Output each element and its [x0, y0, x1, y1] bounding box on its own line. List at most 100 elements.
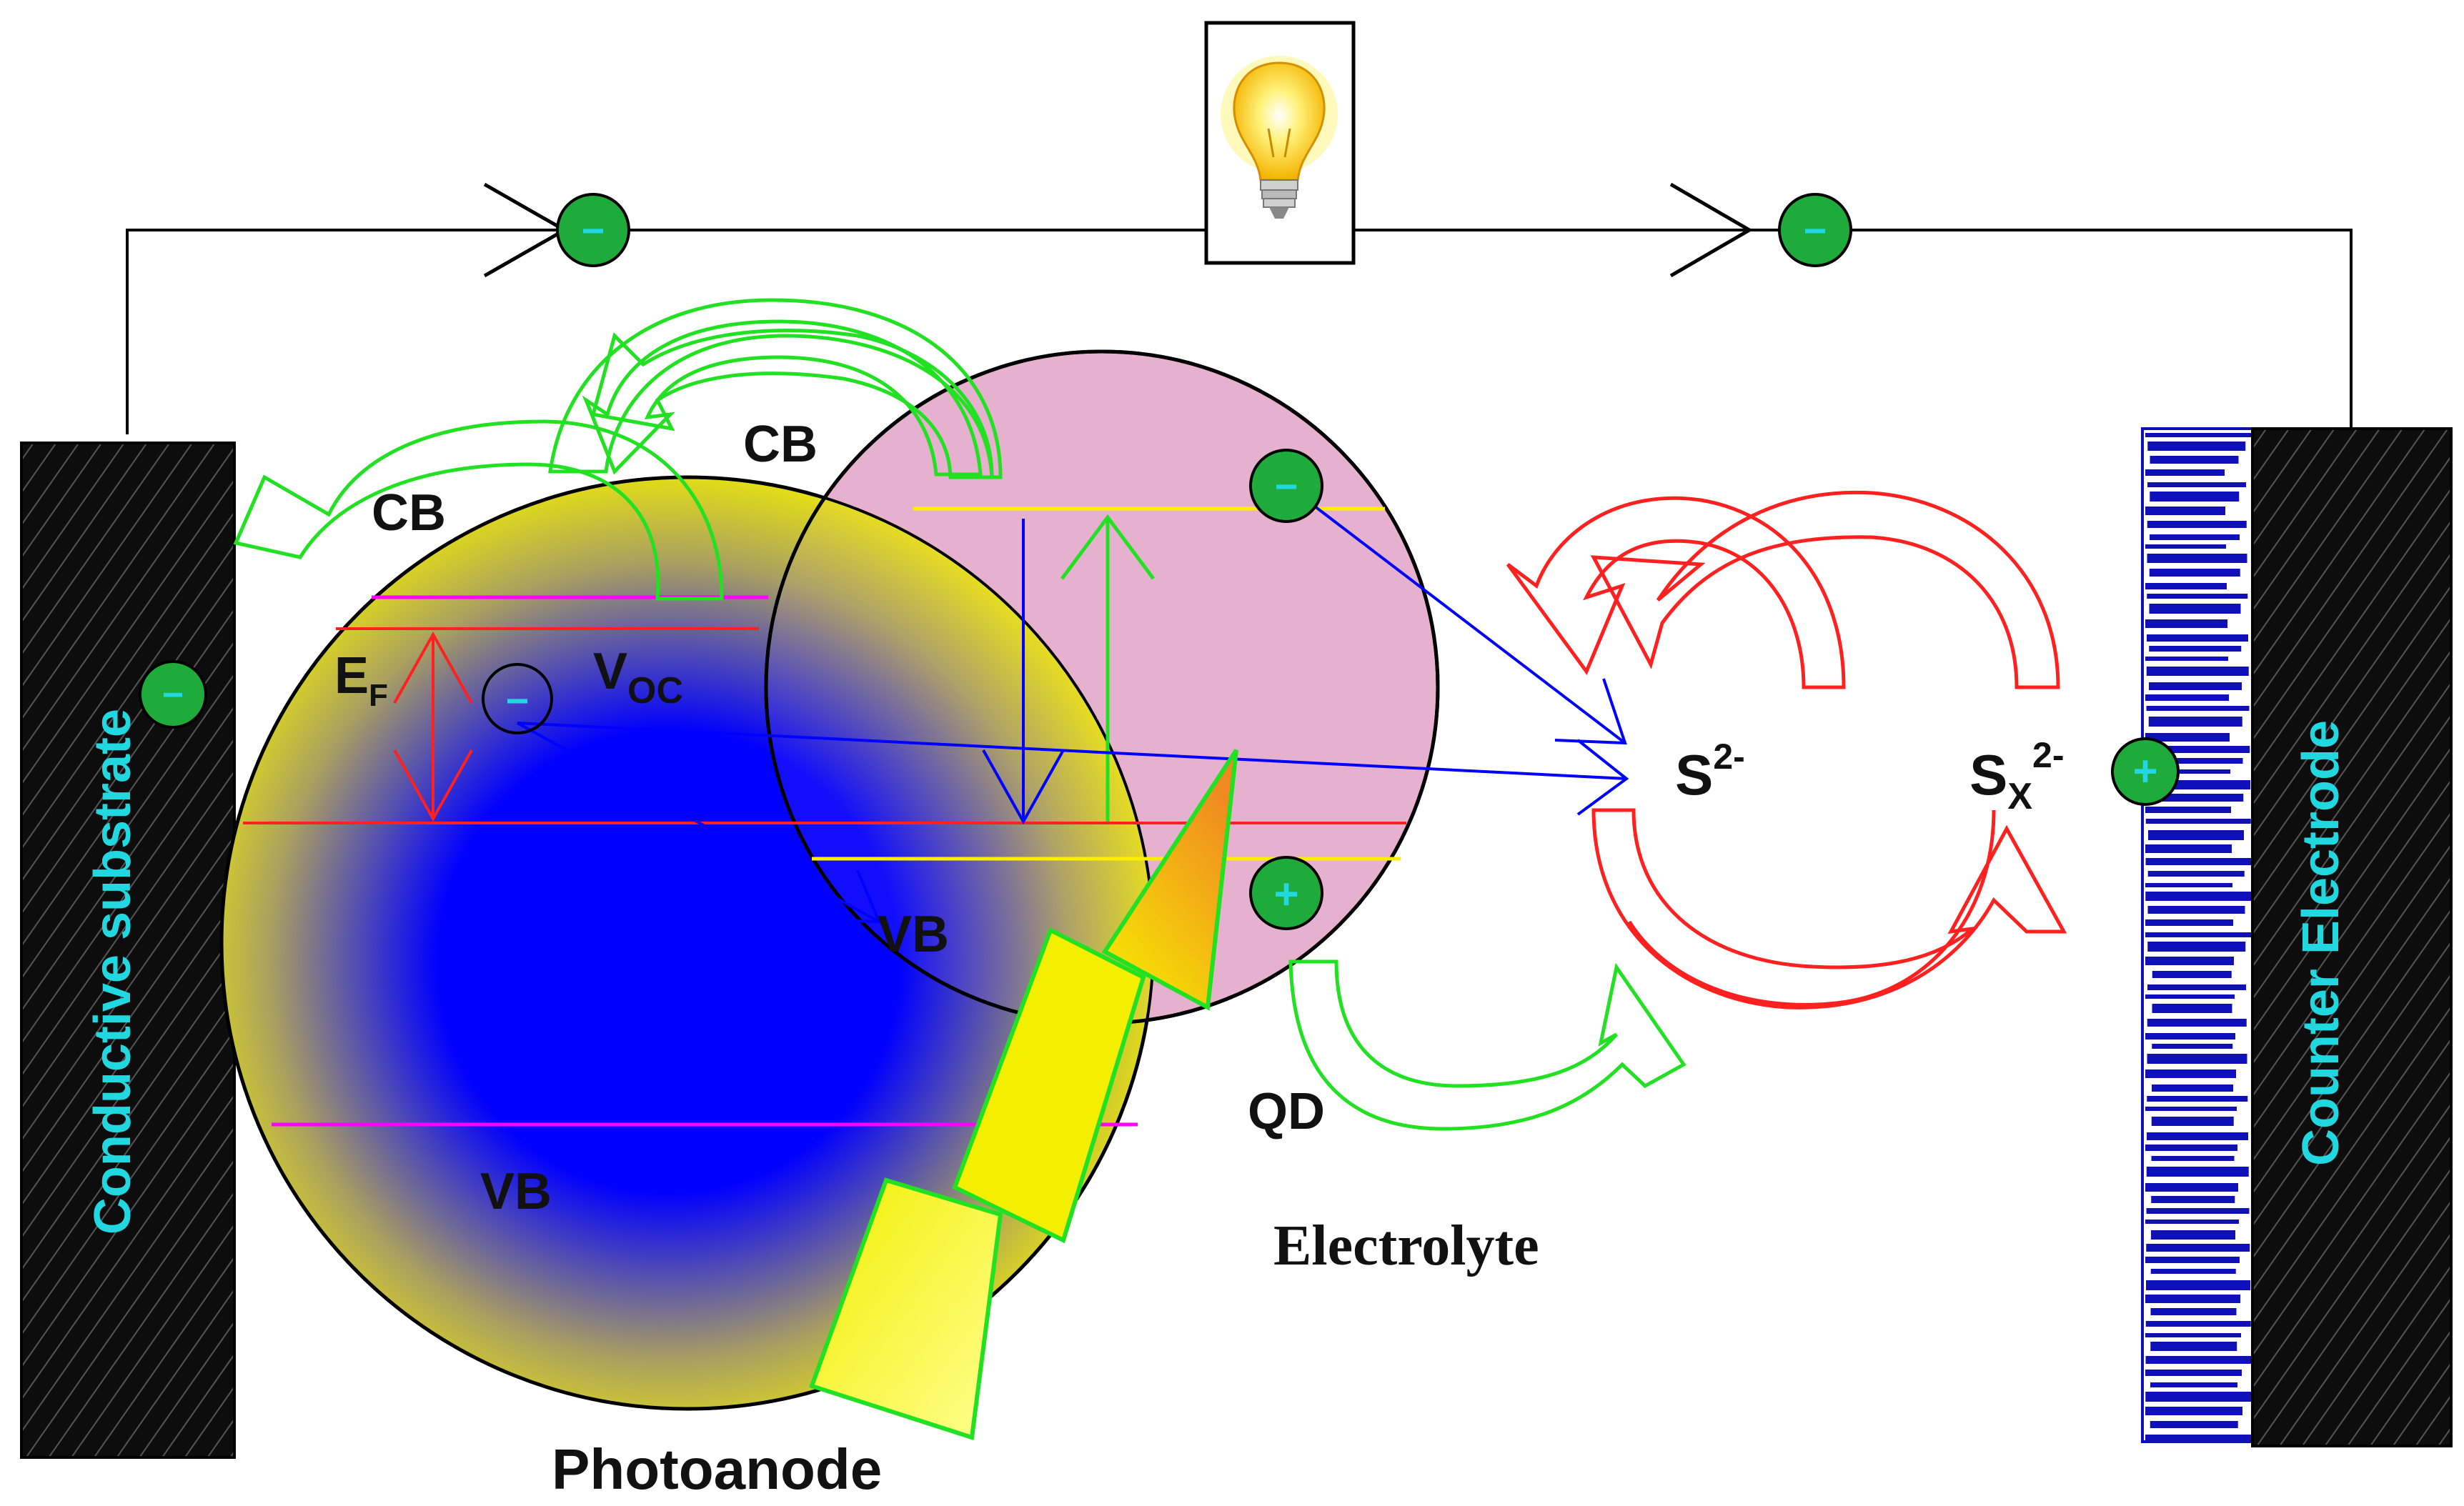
stripe: [2151, 1156, 2235, 1161]
stripe: [2145, 1370, 2242, 1376]
stripe: [2145, 883, 2232, 887]
stripe: [2147, 1019, 2247, 1027]
stripe: [2145, 1257, 2240, 1263]
photoanode-vb-label: VB: [480, 1163, 552, 1220]
stripe: [2145, 619, 2227, 628]
stripe: [2150, 1421, 2238, 1428]
stripe: [2150, 1382, 2237, 1387]
stripe: [2145, 1033, 2235, 1039]
counter-electrode-label: Counter Electrode: [2292, 720, 2350, 1166]
stripe: [2146, 1244, 2250, 1252]
stripe: [2145, 919, 2233, 926]
stripe: [2146, 667, 2249, 676]
voc-main: V: [593, 643, 627, 700]
stripe: [2150, 1308, 2237, 1315]
green-regen-arrow: [1288, 959, 1686, 1131]
stripe: [2145, 892, 2252, 901]
stripe: [2145, 1321, 2251, 1327]
electron-symbol: −: [506, 678, 530, 723]
qd-hole: +: [1249, 856, 1323, 930]
stripe: [2145, 433, 2252, 437]
stripe: [2145, 507, 2225, 515]
circuit-wire: [126, 229, 1206, 434]
stripe: [2147, 906, 2245, 914]
stripe: [2147, 1054, 2247, 1064]
stripe: [2145, 844, 2232, 853]
stripe: [2147, 594, 2248, 599]
stripe: [2151, 1117, 2234, 1126]
stripe: [2148, 830, 2244, 840]
stripe: [2147, 554, 2247, 563]
stripe: [2145, 957, 2234, 965]
wire-electron-left: −: [556, 193, 630, 267]
stripe: [2147, 482, 2246, 487]
counter-electrode-stripes: [2145, 433, 2252, 1440]
stripe: [2147, 1096, 2248, 1102]
stripe: [2148, 794, 2244, 802]
counter-electrode: Counter Electrode +: [2111, 427, 2453, 1447]
light-bulb-icon: [1204, 21, 1356, 265]
conductive-substrate: Conductive substrate −: [20, 442, 236, 1459]
qd-cb-label: CB: [743, 416, 818, 473]
sulfide-main: S: [1675, 743, 1713, 807]
stripe: [2145, 1069, 2236, 1078]
stripe: [2148, 758, 2243, 764]
voc-sub: OC: [627, 670, 683, 712]
stripe: [2145, 1407, 2242, 1415]
stripe: [2145, 1333, 2241, 1337]
stripe: [2147, 634, 2248, 642]
stripe: [2148, 717, 2242, 727]
stripe: [2145, 469, 2225, 476]
substrate-electron: −: [139, 660, 207, 729]
stripe: [2147, 442, 2246, 451]
fermi-level-label: EF: [334, 647, 388, 713]
stripe: [2145, 769, 2230, 774]
qd-relaxation-arrow: [982, 519, 1065, 825]
photoanode-cb-label: CB: [372, 484, 446, 542]
stripe: [2149, 646, 2242, 652]
electrolyte-label: Electrolyte: [1273, 1215, 1539, 1277]
stripe: [2147, 521, 2247, 528]
stripe: [2145, 544, 2226, 549]
stripe: [2147, 942, 2246, 952]
stripe: [2152, 1004, 2232, 1013]
fermi-sub: F: [369, 678, 388, 713]
electron-symbol: −: [1804, 208, 1827, 253]
polysulfide-label: SX2-: [1969, 735, 2065, 817]
photoanode-electron: −: [482, 663, 553, 734]
light-beam: [809, 749, 1238, 1440]
electron-symbol: −: [162, 674, 184, 716]
stripe: [2145, 1183, 2238, 1192]
redox-cycle: [1506, 490, 2067, 1009]
stripe: [2146, 746, 2250, 753]
counter-electrode-hole: +: [2111, 737, 2180, 806]
stripe: [2146, 1167, 2249, 1177]
stripe: [2150, 492, 2240, 502]
fermi-main: E: [334, 647, 369, 704]
stripe: [2145, 932, 2252, 937]
stripe: [2145, 1107, 2237, 1111]
stripe: [2145, 583, 2227, 589]
stripe: [2147, 984, 2246, 990]
photoanode-label: Photoanode: [552, 1437, 882, 1501]
qd-vb-label: VB: [878, 906, 949, 963]
stripe: [2145, 1356, 2252, 1364]
qd-excitation-arrow: [1060, 514, 1156, 822]
stripe: [2150, 456, 2239, 464]
stripe: [2145, 807, 2231, 813]
stripe: [2145, 1295, 2240, 1303]
stripe: [2149, 682, 2242, 690]
stripe: [2147, 871, 2245, 877]
stripe: [2145, 694, 2229, 701]
stripe: [2145, 819, 2251, 824]
stripe: [2146, 706, 2250, 711]
electron-symbol: −: [1275, 464, 1298, 509]
stripe: [2146, 1208, 2250, 1214]
stripe: [2152, 971, 2232, 978]
electron-paths: [517, 489, 1629, 924]
stripe: [2145, 994, 2235, 999]
sulfide-label: S2-: [1675, 737, 1745, 807]
wire-electron-right: −: [1778, 193, 1852, 267]
